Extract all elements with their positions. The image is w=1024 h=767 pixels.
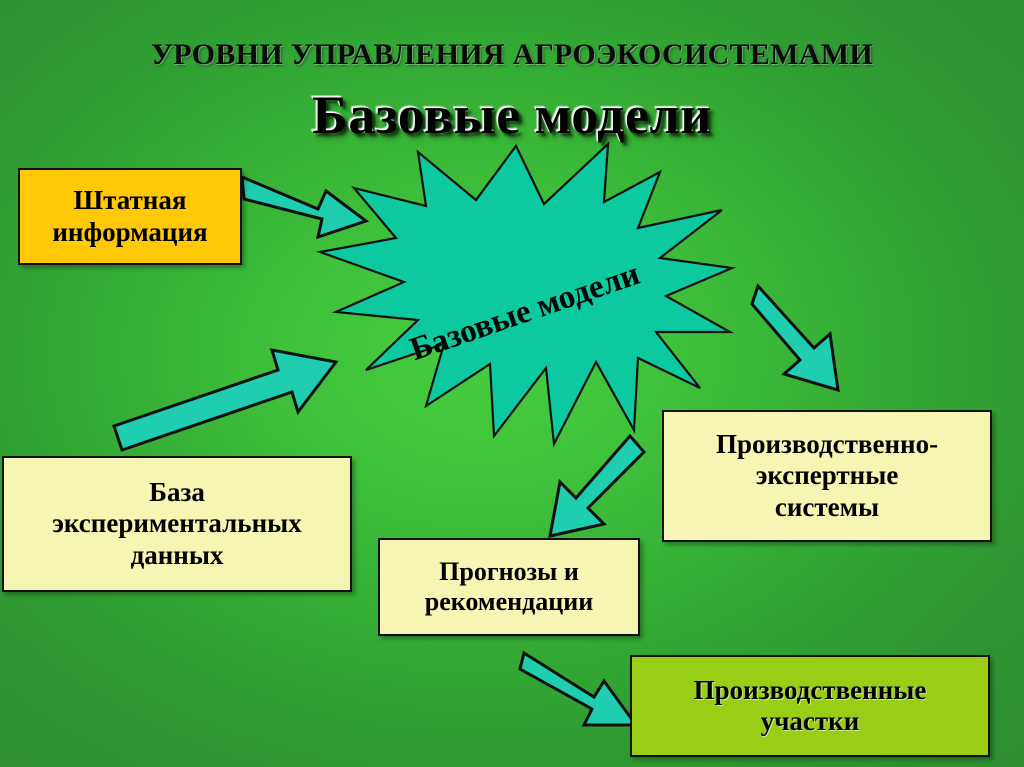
box-forecasts-recommendations-label: Прогнозы и рекомендации xyxy=(424,556,594,616)
box-production-expert-systems[interactable]: Производственно- экспертные системы xyxy=(662,410,992,542)
arrow-burst-to-expert-systems xyxy=(750,276,862,394)
arrow-polygon xyxy=(112,348,339,452)
box-production-sites-label: Производственные участки xyxy=(693,674,927,736)
burst-shape: Базовые модели xyxy=(308,141,737,454)
page-title: УРОВНИ УПРАВЛЕНИЯ АГРОЭКОСИСТЕМАМИ xyxy=(150,38,874,71)
box-production-sites[interactable]: Производственные участки xyxy=(630,655,990,757)
page-subtitle: Базовые модели xyxy=(312,85,712,145)
arrow-burst-to-forecasts xyxy=(534,432,647,540)
arrow-polygon xyxy=(548,433,647,538)
arrow-staff-info-to-burst xyxy=(240,163,370,245)
burst-polygon xyxy=(315,141,737,448)
arrow-forecasts-to-production-sites xyxy=(518,645,648,731)
box-forecasts-recommendations[interactable]: Прогнозы и рекомендации xyxy=(378,538,640,636)
arrow-polygon xyxy=(750,283,840,393)
arrow-polygon xyxy=(518,650,639,727)
arrow-polygon xyxy=(240,174,370,240)
arrow-database-to-burst xyxy=(112,348,339,452)
box-staff-info[interactable]: Штатная информация xyxy=(18,168,242,265)
box-production-expert-systems-label: Производственно- экспертные системы xyxy=(715,429,939,522)
box-experimental-database[interactable]: База экспериментальных данных xyxy=(2,456,352,592)
box-staff-info-label: Штатная информация xyxy=(52,185,208,247)
box-experimental-database-label: База экспериментальных данных xyxy=(52,477,302,570)
